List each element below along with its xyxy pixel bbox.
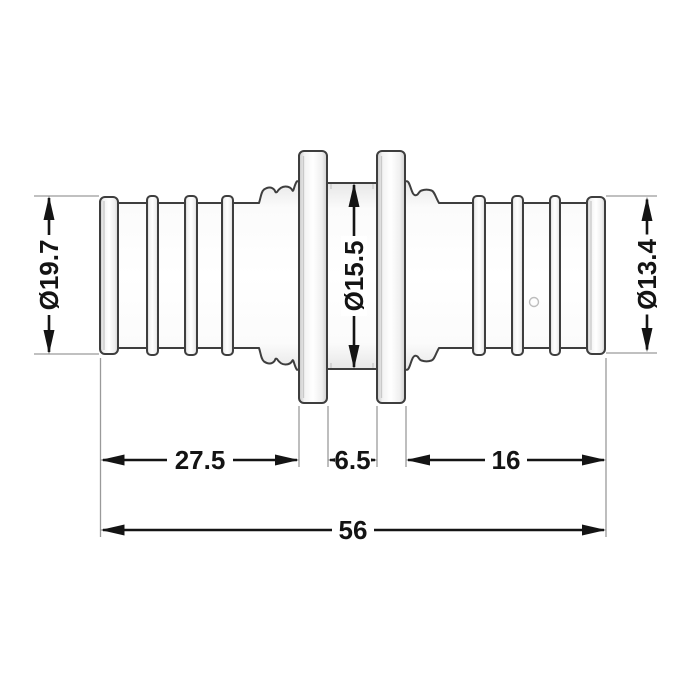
dim-label-length-left: 27.5: [175, 445, 226, 475]
right-barb-ribs: [472, 195, 561, 356]
dim-label-length-total: 56: [339, 515, 368, 545]
dim-diameter-mid: Ø15.5: [339, 183, 369, 369]
left-end-cap: [99, 196, 119, 355]
dim-arrow: [43, 196, 55, 220]
dim-label-length-right: 16: [492, 445, 521, 475]
dim-label-length-mid: 6.5: [334, 445, 370, 475]
left-barb-ribs: [146, 195, 234, 356]
waist-chamfer-marks: [330, 184, 374, 368]
dim-diameter-right: Ø13.4: [632, 197, 662, 352]
dim-diameter-left: Ø19.7: [34, 196, 64, 354]
dim-label-diameter-left: Ø19.7: [34, 240, 64, 311]
dim-arrow: [348, 183, 360, 207]
surface-detail-circle: [528, 296, 540, 308]
dim-arrow: [348, 345, 360, 369]
extension-lines: [34, 195, 657, 537]
dim-arrow: [100, 524, 125, 536]
dim-length-left: 27.5: [100, 445, 299, 475]
fitting-right-barb-section: [404, 180, 605, 371]
right-flange: [376, 150, 406, 404]
dim-label-diameter-mid: Ø15.5: [339, 241, 369, 312]
left-flange: [298, 150, 328, 404]
dim-arrow: [641, 328, 653, 352]
fitting-left-barb-section: [105, 180, 300, 371]
dim-arrow: [582, 524, 606, 536]
dim-arrow: [406, 454, 430, 466]
dim-arrow: [100, 454, 125, 466]
dim-length-mid: 6.5: [328, 445, 377, 475]
dim-arrow: [275, 454, 299, 466]
dim-label-diameter-right: Ø13.4: [632, 239, 662, 310]
dim-arrow: [582, 454, 606, 466]
dim-length-right: 16: [406, 445, 606, 475]
right-end-cap: [586, 196, 606, 355]
dim-length-total: 56: [100, 515, 606, 545]
dim-arrow: [641, 197, 653, 221]
dim-arrow: [43, 330, 55, 354]
